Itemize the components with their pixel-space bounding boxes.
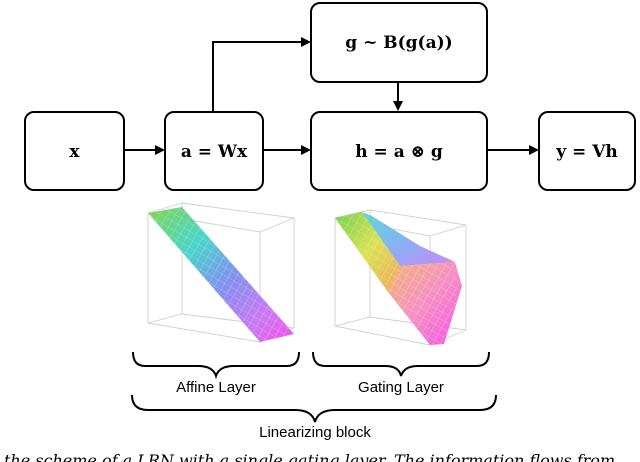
node-h: h = a ⊗ g [310,111,488,191]
node-y: y = Vh [538,111,636,191]
gating-surface-plot [334,209,467,346]
brace-linearizing-block [131,394,497,423]
brace-affine [132,351,300,380]
node-x-label: x [69,142,80,162]
node-g-label: g ~ B(g(a)) [345,33,452,53]
node-x: x [24,111,125,191]
node-a: a = Wx [164,111,264,191]
node-h-label: h = a ⊗ g [355,142,443,162]
brace-gating [312,351,490,377]
arrow-a-to-g [212,37,311,112]
linearizing-block-label: Linearizing block [259,424,371,441]
node-a-label: a = Wx [181,142,248,162]
node-y-label: y = Vh [555,142,618,162]
affine-surface-plot [147,202,296,343]
affine-layer-label: Affine Layer [176,379,256,396]
connectors [124,37,539,155]
gating-layer-label: Gating Layer [358,379,444,396]
node-g: g ~ B(g(a)) [310,2,488,83]
figure-caption: the scheme of a LRN with a single gating… [4,451,615,462]
